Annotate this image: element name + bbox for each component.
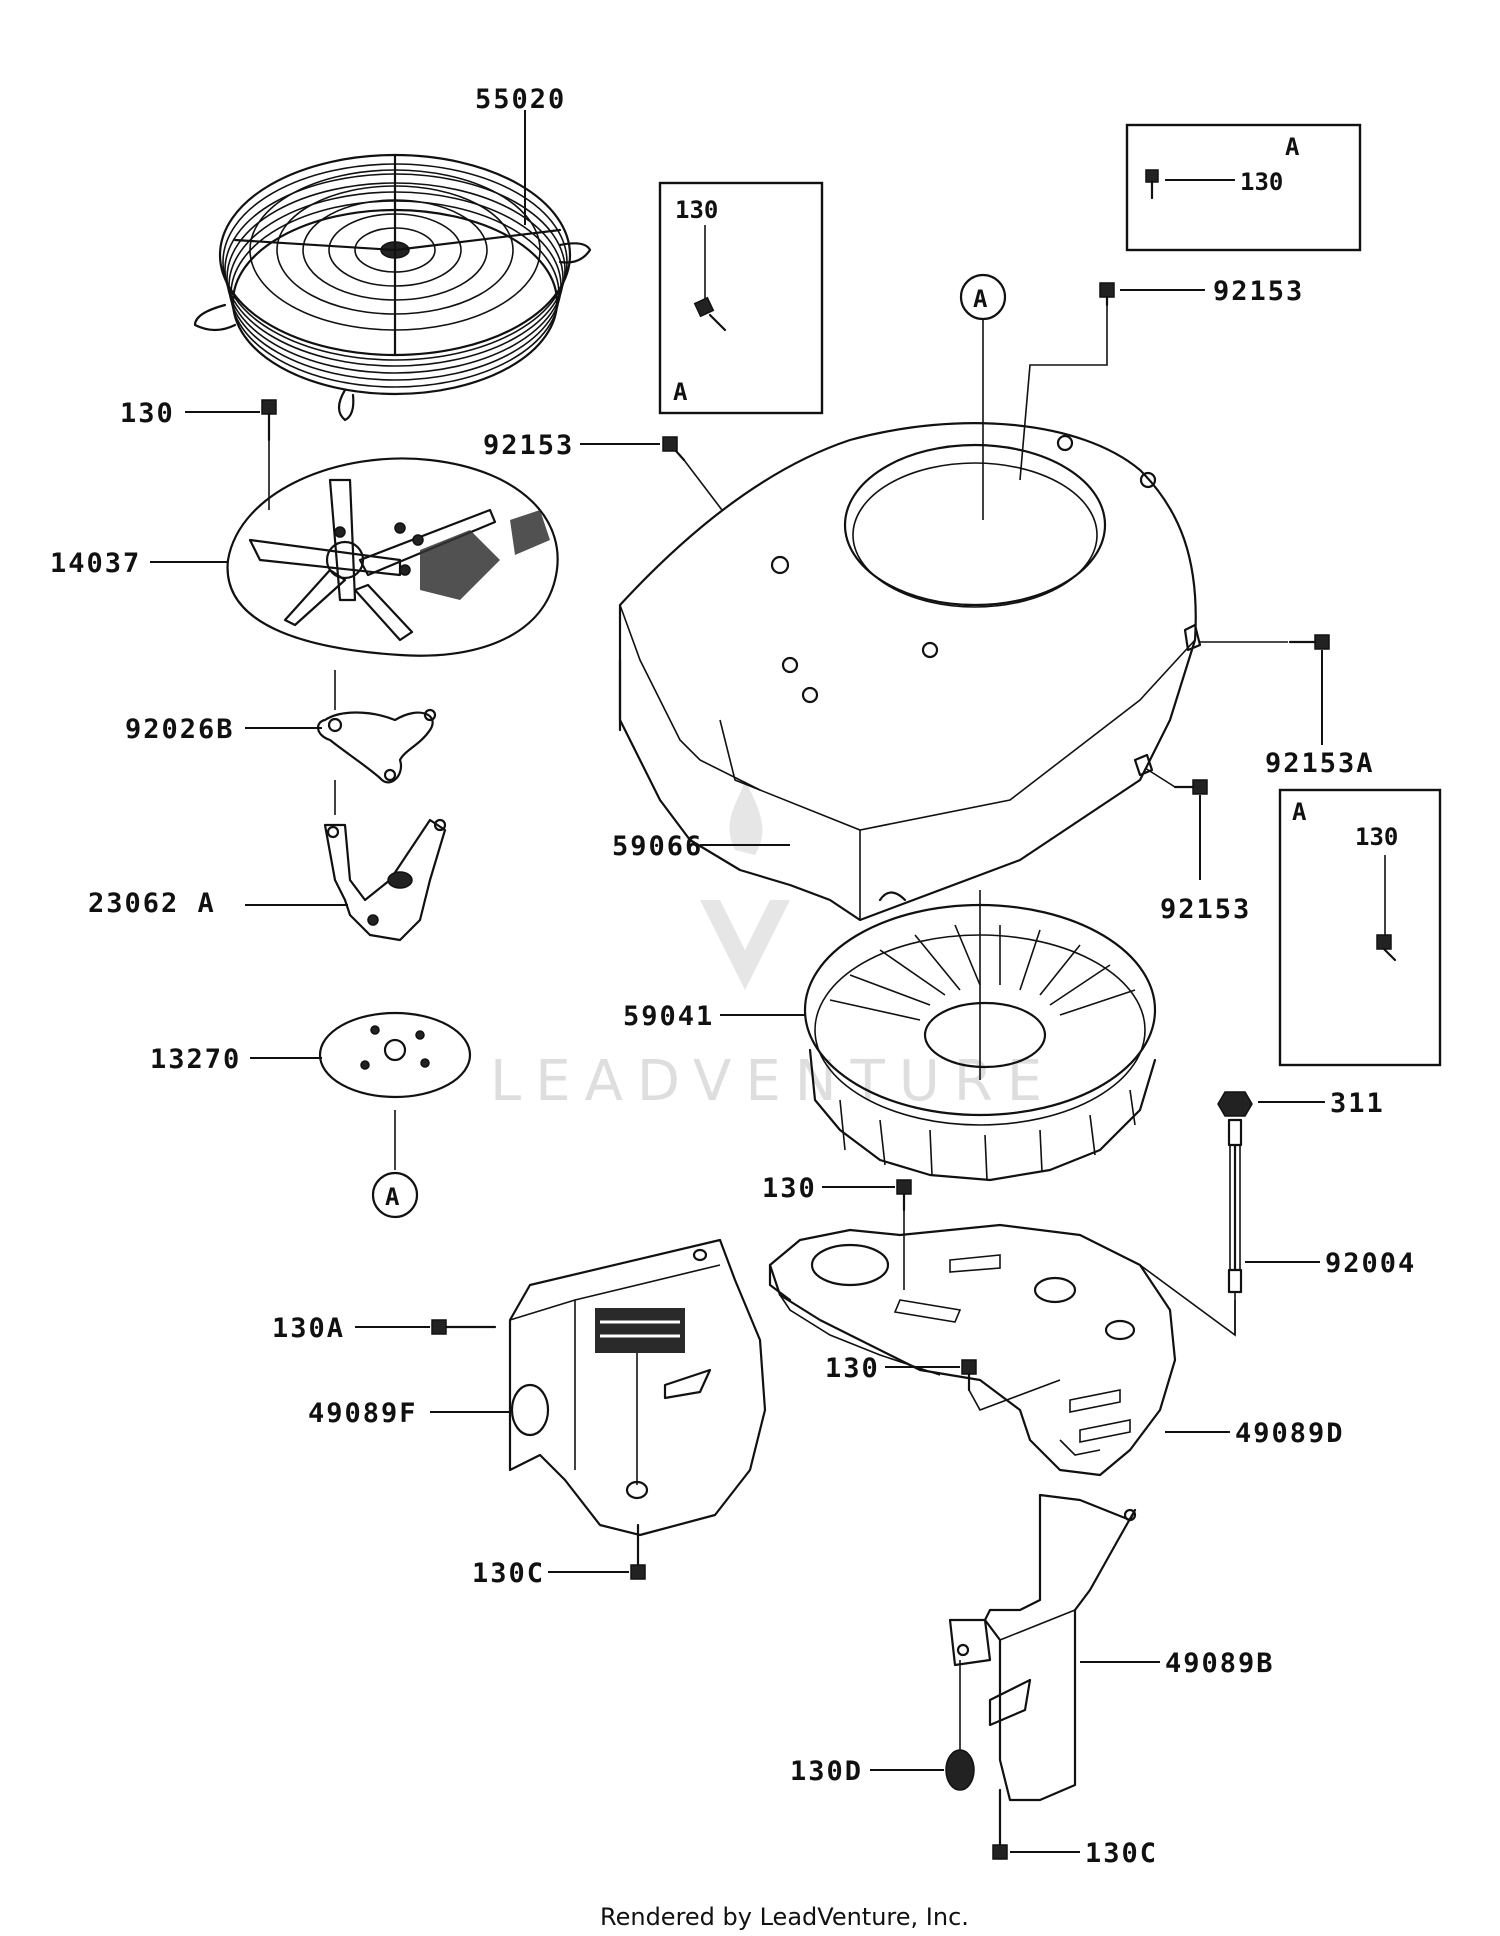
svg-text:130: 130 (1240, 168, 1283, 196)
label-92153-left: 92153 (483, 430, 574, 461)
svg-text:A: A (1285, 133, 1300, 161)
label-92153-right: 92153 (1160, 894, 1251, 925)
svg-text:130: 130 (675, 196, 718, 224)
svg-text:A: A (973, 285, 988, 313)
watermark-flame-icon (729, 780, 763, 855)
part-130-mid-bolt[interactable] (896, 1179, 912, 1212)
part-23062A-bracket[interactable] (323, 818, 447, 942)
callout-a-left: A (371, 1171, 419, 1219)
part-130-lower-bolt[interactable] (961, 1359, 977, 1392)
bolt-130-icon (693, 296, 715, 318)
label-311: 311 (1330, 1088, 1385, 1119)
part-55020-fan-guard[interactable] (193, 153, 592, 422)
part-92153-left-bolt[interactable] (662, 436, 686, 462)
label-49089D: 49089D (1235, 1418, 1345, 1449)
part-92153A-bolt[interactable] (1288, 634, 1330, 650)
label-23062A: 23062 A (88, 888, 216, 919)
label-130C-bottom: 130C (1085, 1838, 1158, 1869)
label-130A: 130A (272, 1313, 345, 1344)
watermark-logo-icon (700, 900, 790, 990)
svg-text:A: A (1292, 798, 1307, 826)
part-14037-fan-plate[interactable] (226, 457, 559, 657)
bolt-130-icon (1145, 169, 1159, 183)
part-130A-bolt[interactable] (431, 1319, 497, 1335)
watermark-text: LEADVENTURE (490, 1049, 1056, 1114)
label-130-mid: 130 (762, 1173, 817, 1204)
part-92004-stud[interactable] (1227, 1118, 1243, 1294)
watermark: LEADVENTURE (490, 780, 1056, 1114)
label-49089B: 49089B (1165, 1648, 1275, 1679)
label-59066: 59066 (612, 831, 703, 862)
label-plate (595, 1308, 685, 1353)
label-130-fan-bolt: 130 (120, 398, 175, 429)
part-130C-bottom-bolt[interactable] (992, 1788, 1008, 1860)
footer-text: Rendered by LeadVenture, Inc. (600, 1903, 969, 1931)
part-59066-blower-housing[interactable] (618, 422, 1202, 922)
label-13270: 13270 (150, 1044, 241, 1075)
part-311-nut[interactable] (1217, 1091, 1253, 1117)
label-92004: 92004 (1325, 1248, 1416, 1279)
part-130D-bolt[interactable] (945, 1660, 975, 1791)
screen-mesh (420, 530, 500, 600)
part-49089D-shroud[interactable] (768, 1223, 1236, 1477)
label-130-lower: 130 (825, 1353, 880, 1384)
part-49089F-cover[interactable] (508, 1238, 767, 1537)
part-49089B-shield[interactable] (948, 1493, 1137, 1802)
part-130C-left-bolt[interactable] (630, 1523, 646, 1580)
label-92153A: 92153A (1265, 748, 1375, 779)
screen-mesh-right (510, 510, 550, 555)
label-92153-top: 92153 (1213, 276, 1304, 307)
bolt-130-icon (1376, 934, 1392, 950)
part-130-fan-bolt[interactable] (261, 399, 277, 442)
part-92153-right-bolt[interactable] (1173, 779, 1208, 795)
callout-a-top: A (959, 273, 1007, 520)
label-130C-left: 130C (472, 1558, 545, 1589)
inset-box-3: A 130 (1278, 788, 1442, 1067)
label-130D: 130D (790, 1756, 863, 1787)
part-59041-flywheel[interactable] (803, 903, 1157, 1182)
inset-box-2: A 130 (1125, 123, 1362, 252)
svg-text:A: A (385, 1183, 400, 1211)
inset-box-1: 130 A (658, 181, 824, 415)
label-92026B: 92026B (125, 714, 235, 745)
label-55020: 55020 (475, 84, 566, 115)
part-92026B-plate[interactable] (317, 708, 437, 784)
svg-text:130: 130 (1355, 823, 1398, 851)
part-92153-top-bolt[interactable] (1099, 282, 1115, 307)
label-14037: 14037 (50, 548, 141, 579)
label-59041: 59041 (623, 1001, 714, 1032)
label-49089F: 49089F (308, 1398, 418, 1429)
part-13270-disc[interactable] (318, 1011, 472, 1099)
svg-text:A: A (673, 378, 688, 406)
